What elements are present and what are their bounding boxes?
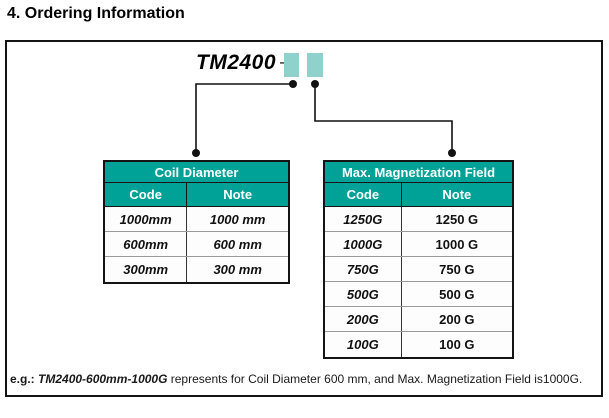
table-row: 300mm 300 mm	[105, 257, 288, 282]
model-prefix: TM2400	[196, 51, 277, 74]
mag-code-cell: 500G	[325, 282, 402, 306]
mag-col-code: Code	[325, 183, 402, 206]
footnote-prefix: e.g.:	[10, 372, 35, 386]
mag-code-cell: 1250G	[325, 207, 402, 231]
coil-note-cell: 300 mm	[213, 262, 262, 277]
footnote-model-code: TM2400-600mm-1000G	[38, 372, 168, 386]
coil-note-cell: 600 mm	[213, 237, 262, 252]
mag-note-cell: 750 G	[439, 262, 475, 277]
mag-note-cell: 1250 G	[435, 212, 479, 227]
mag-note-cell: 200 G	[439, 312, 475, 327]
mag-table-header-row: Code Note	[325, 183, 512, 207]
coil-code-cell: 1000mm	[105, 207, 188, 231]
coil-code-cell: 600mm	[105, 232, 188, 256]
mag-col-note: Note	[442, 187, 472, 202]
coil-col-code: Code	[105, 183, 188, 206]
table-row: 200G 200 G	[325, 307, 512, 332]
coil-table-header-row: Code Note	[105, 183, 288, 207]
coil-note-cell: 1000 mm	[209, 212, 266, 227]
table-row: 100G 100 G	[325, 332, 512, 357]
coil-diameter-code-box	[284, 53, 299, 77]
max-magnetization-field-table: Max. Magnetization Field Code Note 1250G…	[323, 160, 514, 359]
coil-col-note: Note	[223, 187, 253, 202]
footnote-text: represents for Coil Diameter 600 mm, and…	[167, 372, 583, 386]
table-row: 1000G 1000 G	[325, 232, 512, 257]
coil-diameter-table: Coil Diameter Code Note 1000mm 1000 mm 6…	[103, 160, 290, 284]
example-footnote: e.g.: TM2400-600mm-1000G represents for …	[10, 372, 582, 386]
table-row: 1250G 1250 G	[325, 207, 512, 232]
mag-code-cell: 1000G	[325, 232, 402, 256]
mag-note-cell: 500 G	[439, 287, 475, 302]
mag-code-cell: 200G	[325, 307, 402, 331]
table-row: 750G 750 G	[325, 257, 512, 282]
mag-note-cell: 100 G	[439, 337, 475, 352]
mag-code-cell: 100G	[325, 332, 402, 357]
table-row: 600mm 600 mm	[105, 232, 288, 257]
table-row: 500G 500 G	[325, 282, 512, 307]
table-row: 1000mm 1000 mm	[105, 207, 288, 232]
coil-code-cell: 300mm	[105, 257, 188, 282]
mag-code-cell: 750G	[325, 257, 402, 281]
mag-note-cell: 1000 G	[435, 237, 479, 252]
mag-table-title: Max. Magnetization Field	[325, 162, 512, 183]
page-title: 4. Ordering Information	[7, 5, 185, 22]
magnetization-code-box	[307, 53, 323, 77]
coil-table-title: Coil Diameter	[105, 162, 288, 183]
model-number-label: TM2400–	[196, 51, 290, 75]
